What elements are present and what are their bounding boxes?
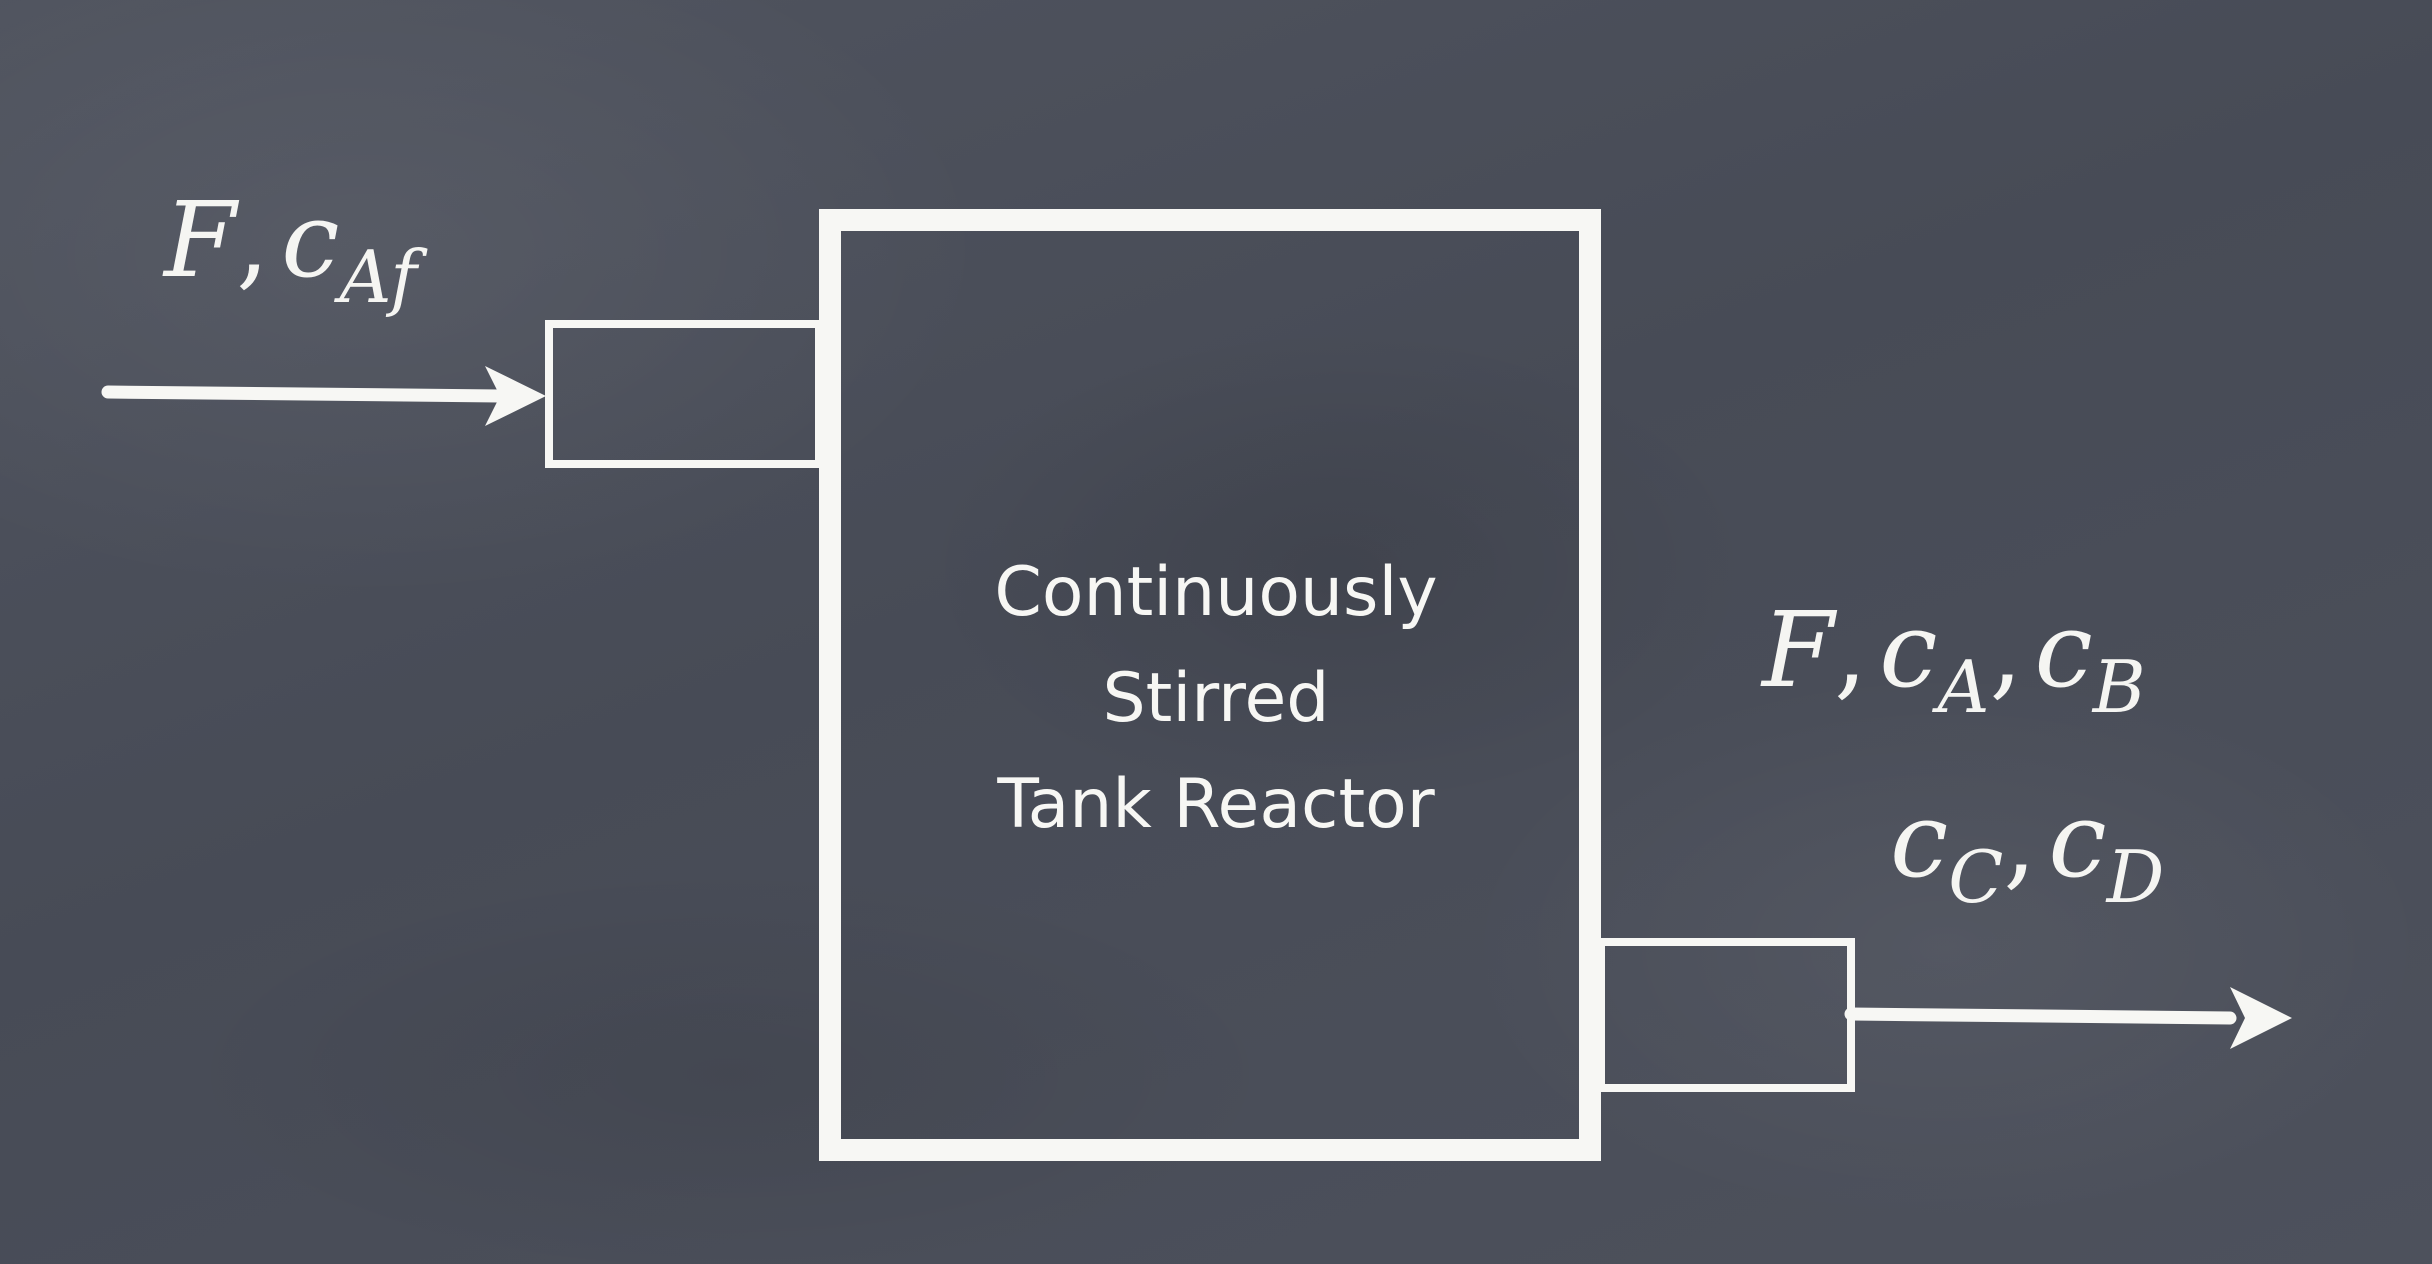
reactor-label-line-3: Tank Reactor <box>997 765 1435 844</box>
outlet-conc-d-symbol: c <box>2048 779 2106 901</box>
outlet-pipe <box>1597 938 1855 1092</box>
outlet-separator-1: , <box>1834 589 1867 711</box>
outlet-conc-a-symbol: c <box>1879 589 1937 711</box>
reactor-label-line-1: Continuously <box>994 553 1438 632</box>
inlet-flow-symbol: F <box>162 179 240 301</box>
inlet-conc-symbol: c <box>281 179 339 301</box>
svg-text:cC,cD: cC,cD <box>1890 779 2164 919</box>
reactor-label: Continuously Stirred Tank Reactor <box>836 540 1596 858</box>
outlet-conc-c-subscript: C <box>1948 835 2003 919</box>
inlet-separator: , <box>236 179 269 301</box>
svg-text:F,cAf: F,cAf <box>162 179 428 319</box>
outlet-separator-2: , <box>1989 589 2022 711</box>
outlet-arrow <box>1844 987 2292 1049</box>
svg-text:F,cA,cB: F,cA,cB <box>1760 589 2146 729</box>
outlet-label-row2: cC,cD <box>1890 779 2164 919</box>
outlet-flow-symbol: F <box>1760 589 1838 711</box>
inlet-conc-subscript: Af <box>333 235 428 319</box>
inlet-label: F,cAf <box>162 179 428 319</box>
outlet-conc-d-subscript: D <box>2105 835 2165 919</box>
inlet-pipe <box>545 320 823 468</box>
reactor-label-line-2: Stirred <box>1102 659 1330 738</box>
outlet-conc-b-subscript: B <box>2091 645 2146 729</box>
outlet-conc-a-subscript: A <box>1931 645 1989 729</box>
reactor-tank <box>819 209 1601 1161</box>
inlet-arrow <box>101 366 546 426</box>
outlet-separator-3: , <box>2003 779 2036 901</box>
outlet-conc-b-symbol: c <box>2035 589 2093 711</box>
outlet-conc-c-symbol: c <box>1890 779 1948 901</box>
outlet-label-row1: F,cA,cB <box>1760 589 2146 729</box>
